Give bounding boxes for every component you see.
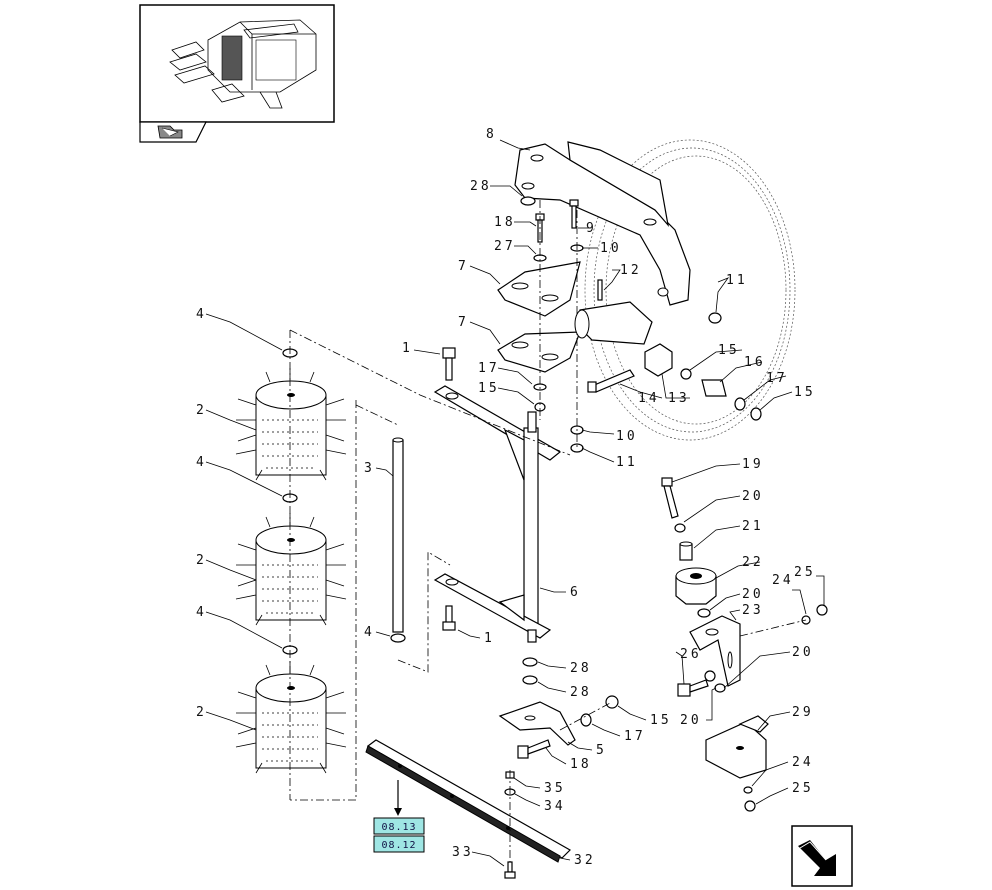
callout-21: 21 bbox=[742, 519, 764, 534]
callout-11: 11 bbox=[616, 455, 638, 470]
callout-18: 18 bbox=[570, 757, 592, 772]
callout-8: 8 bbox=[486, 127, 497, 142]
callout-32: 32 bbox=[574, 853, 596, 868]
callout-2: 2 bbox=[196, 403, 207, 418]
rod-part-3 bbox=[392, 437, 404, 633]
callout-7: 7 bbox=[458, 315, 469, 330]
callout-4: 4 bbox=[196, 455, 207, 470]
brush-part-2-middle bbox=[235, 513, 347, 626]
callout-35: 35 bbox=[544, 781, 566, 796]
callout-24: 24 bbox=[772, 573, 794, 588]
callout-17: 17 bbox=[766, 371, 788, 386]
callout-17: 17 bbox=[478, 361, 500, 376]
machine-thumbnail-icon[interactable] bbox=[139, 4, 335, 123]
callout-2: 2 bbox=[196, 705, 207, 720]
callout-26: 26 bbox=[680, 647, 702, 662]
callout-19: 19 bbox=[742, 457, 764, 472]
callout-28: 28 bbox=[570, 685, 592, 700]
callout-15: 15 bbox=[718, 343, 740, 358]
view-direction-icon bbox=[139, 121, 207, 143]
callout-10: 10 bbox=[616, 429, 638, 444]
callout-28: 28 bbox=[470, 179, 492, 194]
callout-13: 13 bbox=[668, 391, 690, 406]
callout-2: 2 bbox=[196, 553, 207, 568]
actuator-part-12 bbox=[574, 279, 653, 345]
callout-4: 4 bbox=[196, 307, 207, 322]
brush-axis-lines bbox=[289, 329, 571, 801]
brush-part-2-upper bbox=[235, 368, 347, 481]
next-page-arrow-icon[interactable] bbox=[791, 825, 853, 887]
callout-3: 3 bbox=[364, 461, 375, 476]
bushing-part-21 bbox=[679, 541, 693, 561]
bracket-part-23 bbox=[689, 604, 828, 687]
bracket-part-5 bbox=[498, 695, 619, 759]
bolt-part-19 bbox=[661, 477, 686, 533]
callout-20: 20 bbox=[742, 587, 764, 602]
callout-12: 12 bbox=[620, 263, 642, 278]
bolt-part-1-upper bbox=[442, 347, 456, 381]
callout-4: 4 bbox=[364, 625, 375, 640]
callout-6: 6 bbox=[570, 585, 581, 600]
fasteners-part-33-35 bbox=[504, 770, 516, 879]
bolt-part-1-lower bbox=[442, 605, 456, 631]
callout-24: 24 bbox=[792, 755, 814, 770]
svg-text:08.13: 08.13 bbox=[381, 822, 416, 833]
callout-17: 17 bbox=[624, 729, 646, 744]
pin-part-16 bbox=[680, 368, 762, 421]
callout-1: 1 bbox=[484, 631, 495, 646]
bracket-part-29 bbox=[705, 715, 769, 812]
callout-7: 7 bbox=[458, 259, 469, 274]
bolt-part-26 bbox=[677, 670, 726, 697]
callout-29: 29 bbox=[792, 705, 814, 720]
callout-25: 25 bbox=[792, 781, 814, 796]
callout-33: 33 bbox=[452, 845, 474, 860]
callout-20: 20 bbox=[792, 645, 814, 660]
callout-23: 23 bbox=[742, 603, 764, 618]
svg-text:08.12: 08.12 bbox=[381, 840, 416, 851]
reference-box-08-12[interactable]: 08.12 bbox=[373, 835, 425, 853]
callout-4: 4 bbox=[196, 605, 207, 620]
callout-25: 25 bbox=[794, 565, 816, 580]
callout-28: 28 bbox=[570, 661, 592, 676]
washers-part-28-lower bbox=[522, 657, 538, 685]
callout-15: 15 bbox=[650, 713, 672, 728]
plate-part-7-upper bbox=[497, 261, 581, 317]
callout-labels: 8 28 18 9 27 10 12 11 7 7 4 1 17 15 16 1… bbox=[196, 127, 816, 868]
callout-20: 20 bbox=[680, 713, 702, 728]
brush-part-2-lower bbox=[235, 661, 347, 774]
callout-34: 34 bbox=[544, 799, 566, 814]
block-part-13 bbox=[644, 343, 673, 377]
callout-15: 15 bbox=[478, 381, 500, 396]
callout-18: 18 bbox=[494, 215, 516, 230]
callout-1: 1 bbox=[402, 341, 413, 356]
plate-part-7-lower bbox=[497, 331, 581, 373]
mount-part-22 bbox=[675, 567, 717, 618]
callout-11: 11 bbox=[726, 273, 748, 288]
callout-14: 14 bbox=[638, 391, 660, 406]
callout-22: 22 bbox=[742, 555, 764, 570]
callout-20: 20 bbox=[742, 489, 764, 504]
callout-9: 9 bbox=[586, 221, 597, 236]
callout-15: 15 bbox=[794, 385, 816, 400]
bolt-part-14 bbox=[587, 369, 635, 393]
scraper-part-32 bbox=[365, 739, 571, 863]
callout-5: 5 bbox=[596, 743, 607, 758]
shaft-part-6 bbox=[433, 385, 562, 643]
callout-27: 27 bbox=[494, 239, 516, 254]
callout-10: 10 bbox=[600, 241, 622, 256]
wheel-outline bbox=[584, 139, 796, 441]
callout-16: 16 bbox=[744, 355, 766, 370]
leader-lines bbox=[205, 139, 825, 867]
reference-box-08-13[interactable]: 08.13 bbox=[373, 817, 425, 835]
